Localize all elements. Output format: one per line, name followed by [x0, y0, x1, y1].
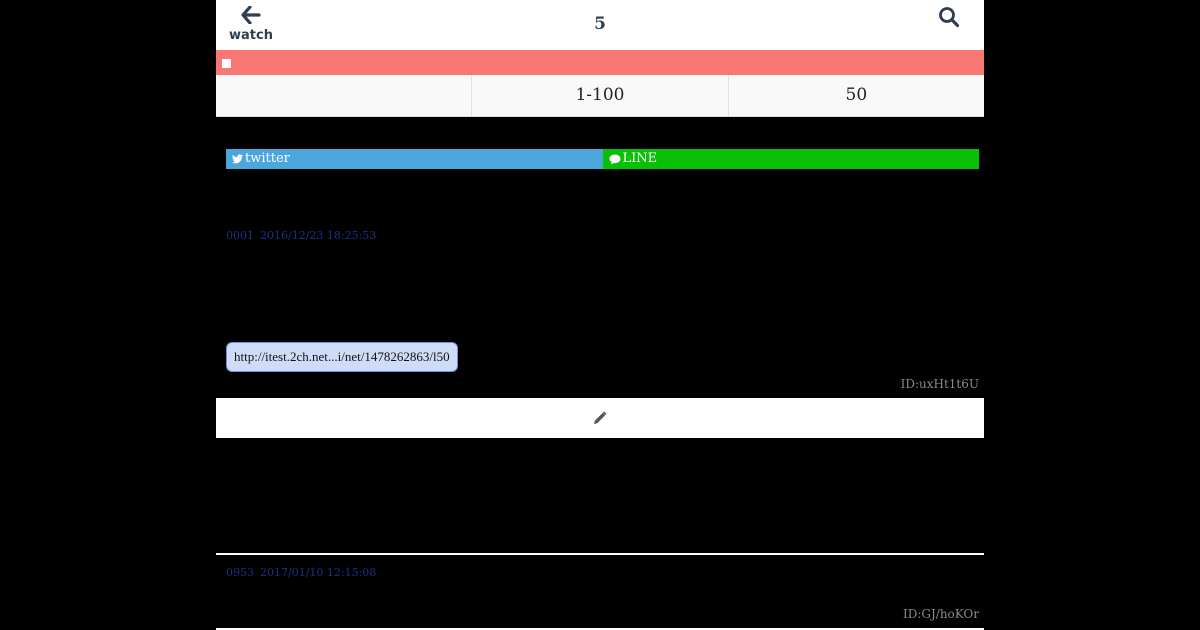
pencil-icon	[594, 411, 607, 424]
header-bar: watch 5	[216, 0, 984, 50]
search-button[interactable]	[938, 6, 960, 28]
search-icon	[939, 7, 960, 28]
post-divider	[216, 628, 984, 630]
post-datetime: 2017/01/10 12:15:08	[260, 566, 377, 579]
share-twitter-button[interactable]: twitter	[226, 149, 603, 169]
post-divider	[216, 553, 984, 555]
back-label: watch	[229, 28, 273, 43]
post-meta: 0953 2017/01/10 12:15:08	[226, 566, 376, 579]
back-button[interactable]: watch	[228, 4, 274, 48]
compose-button[interactable]	[216, 398, 984, 438]
square-icon	[222, 59, 231, 68]
post-number[interactable]: 0001	[226, 229, 254, 242]
thread-nav: 1-100 50	[216, 75, 984, 117]
thread-container: watch 5 1-100 50 twitter	[216, 0, 984, 630]
nav-cell-last50[interactable]: 50	[845, 85, 868, 105]
arrow-left-icon	[241, 6, 261, 24]
post-link[interactable]: http://itest.2ch.net...i/net/1478262863/…	[226, 342, 458, 372]
nav-cell-range[interactable]: 1-100	[472, 75, 729, 116]
share-line-button[interactable]: LINE	[602, 149, 979, 169]
post-meta: 0001 2016/12/23 18:25:53	[226, 229, 376, 242]
share-line-label: LINE	[622, 151, 658, 166]
post-id[interactable]: ID:GJ/hoKOr	[902, 607, 979, 621]
twitter-icon	[232, 154, 243, 164]
speech-bubble-icon	[609, 154, 620, 164]
share-twitter-label: twitter	[245, 151, 290, 166]
page-title: 5	[594, 14, 606, 34]
post-datetime: 2016/12/23 18:25:53	[260, 229, 377, 242]
post-id[interactable]: ID:uxHt1t6U	[900, 377, 979, 391]
post-number[interactable]: 0953	[226, 566, 254, 579]
nav-cell-first[interactable]	[216, 75, 473, 116]
alert-bar	[216, 50, 984, 75]
share-bar: twitter LINE	[226, 149, 979, 169]
